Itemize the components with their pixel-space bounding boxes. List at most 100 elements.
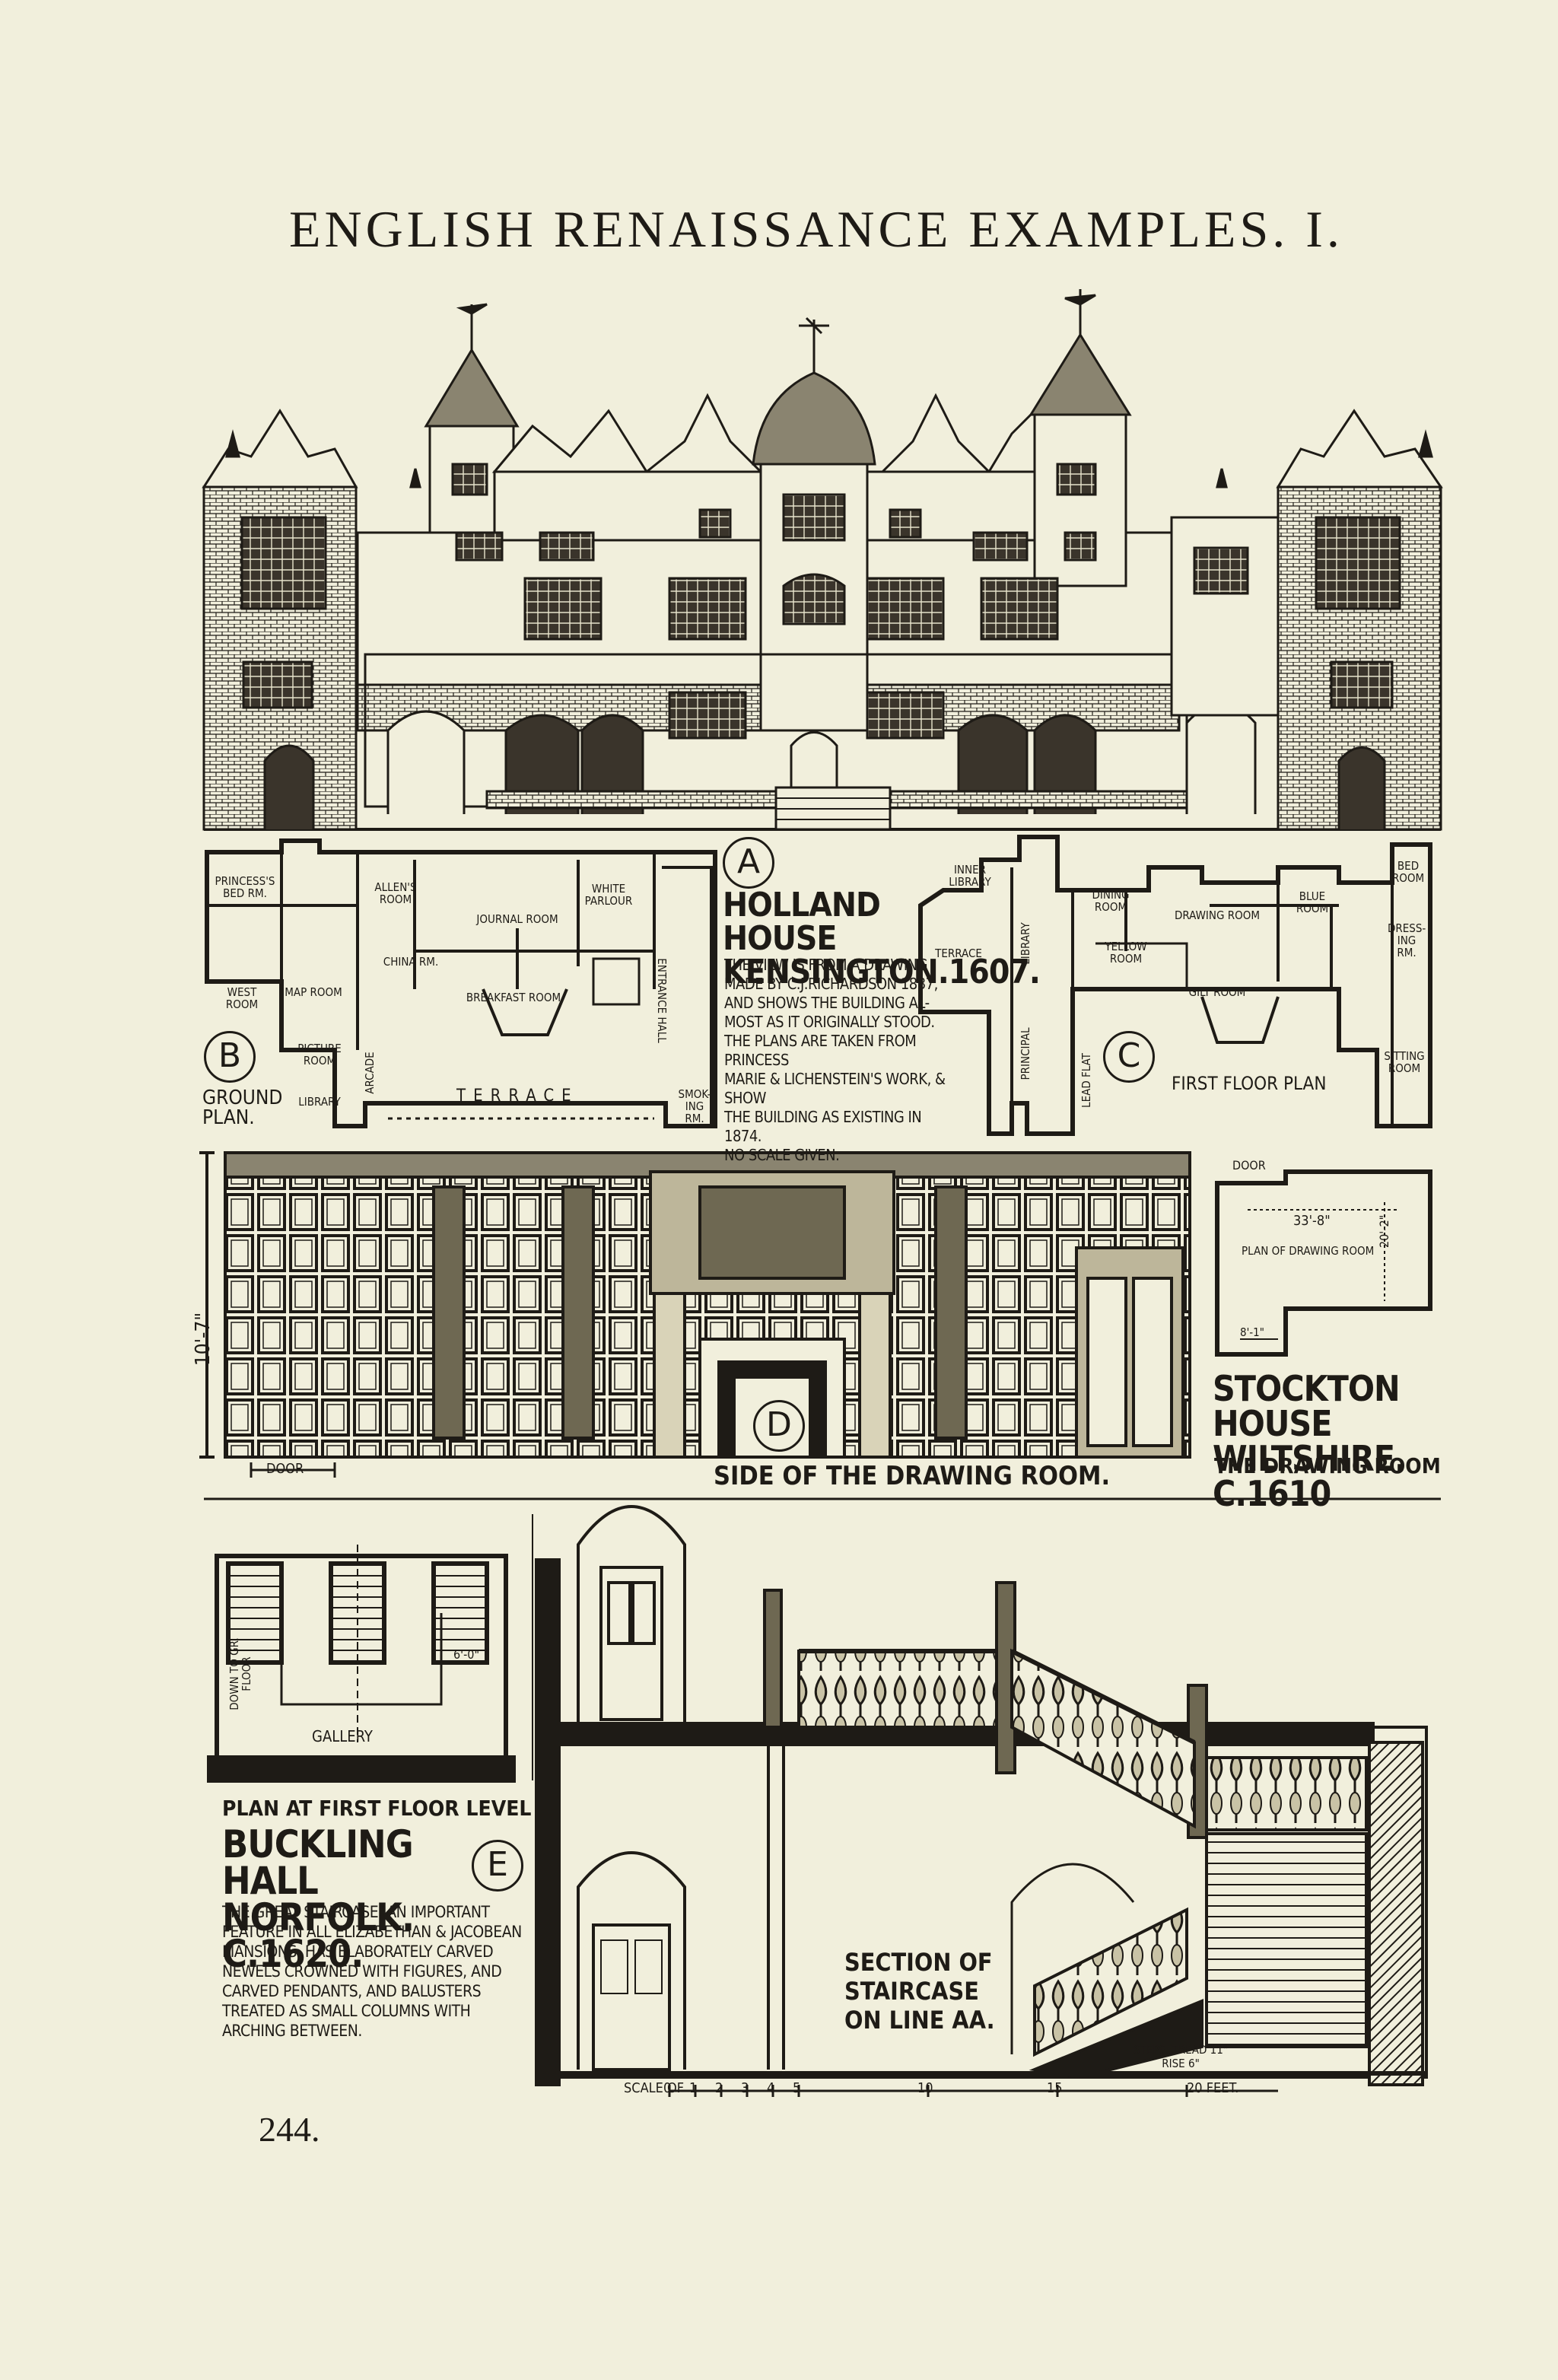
page-title: ENGLISH RENAISSANCE EXAMPLES. I. <box>289 200 1343 258</box>
page-number: 244. <box>259 2110 320 2149</box>
label-c: C <box>1103 1031 1155 1083</box>
blickling-down: DOWN TO GR. FLOOR <box>227 1637 253 1710</box>
note-line: MADE BY C.J.RICHARDSON 1837, <box>724 975 938 993</box>
stockton-plan-door: DOOR <box>1232 1158 1266 1172</box>
blickling-dim: 6'-0" <box>453 1647 480 1662</box>
steps-label: STEPS. TREAD 11" RISE 6" <box>1134 2043 1228 2070</box>
blickling-title-1: BUCKLING HALL <box>222 1822 414 1903</box>
note-line: NEWELS CROWNED WITH FIGURES, AND <box>222 1962 502 1981</box>
blickling-date: C.1620. <box>222 1932 364 1976</box>
room-gilt: GILT ROOM <box>1188 985 1246 999</box>
stockton-plan <box>1215 1169 1432 1357</box>
stockton-plan-label: PLAN OF DRAWING ROOM <box>1242 1244 1375 1258</box>
room-allens: ALLEN'S ROOM <box>374 880 417 906</box>
drawing-room-door: DOOR <box>266 1461 304 1477</box>
room-dressing: DRESS-ING RM. <box>1388 921 1426 959</box>
first-floor-caption: FIRST FLOOR PLAN <box>1172 1073 1327 1094</box>
room-terrace-ff: TERRACE <box>935 947 982 960</box>
holland-title-line1: HOLLAND HOUSE <box>723 886 881 958</box>
section-label: SECTION OF STAIRCASE ON LINE AA. <box>844 1948 995 2035</box>
section-label-3: ON LINE AA. <box>844 2006 995 2035</box>
scale-tick: 5 <box>793 2080 801 2096</box>
holland-title-line2: KENSINGTON.1607. <box>723 953 1041 991</box>
note-line: MARIE & LICHENSTEIN'S WORK, & SHOW <box>724 1070 946 1107</box>
drawing-room-height: 10'-7" <box>192 1312 215 1367</box>
scale-tick: 0 <box>663 2080 672 2096</box>
holland-house-first-floor-plan <box>918 835 1432 1136</box>
ground-plan-caption: GROUND PLAN. <box>202 1088 282 1128</box>
blickling-title-2-row: NORFOLK. C.1620. <box>222 1898 481 1973</box>
note-line: CARVED PENDANTS, AND BALUSTERS <box>222 1982 482 2000</box>
room-arcade: ARCADE <box>363 1052 377 1094</box>
room-blue: BLUE ROOM <box>1296 889 1329 915</box>
holland-house-note: THE VIEW IS FROM A DRAWING MADE BY C.J.R… <box>724 956 952 1165</box>
stockton-plan-width: 33'-8" <box>1293 1213 1331 1229</box>
label-d: D <box>753 1400 805 1452</box>
room-china: CHINA RM. <box>383 955 439 969</box>
blickling-note: THE GREAT STAIRCASE, AN IMPORTANT FEATUR… <box>222 1902 526 2041</box>
holland-house-title: HOLLAND HOUSE KENSINGTON.1607. <box>723 886 1041 991</box>
room-drawing: DRAWING ROOM <box>1175 908 1260 922</box>
drawing-room-caption: SIDE OF THE DRAWING ROOM. <box>714 1461 1111 1491</box>
room-principal: PRINCIPAL <box>1019 1027 1032 1080</box>
note-line: ARCHING BETWEEN. <box>222 2022 362 2040</box>
room-white-parlour: WHITE PARLOUR <box>584 882 633 908</box>
note-line: THE VIEW IS FROM A DRAWING <box>724 956 928 974</box>
label-a: A <box>723 837 774 889</box>
label-b: B <box>204 1031 256 1083</box>
room-smoking: SMOK-ING RM. <box>678 1087 711 1125</box>
stockton-date: C.1610 <box>1213 1473 1331 1514</box>
ground-plan-caption-2: PLAN. <box>202 1106 255 1129</box>
note-line: FEATURE IN ALL ELIZABETHAN & JACOBEAN <box>222 1923 522 1941</box>
note-line: THE GREAT STAIRCASE, AN IMPORTANT <box>222 1903 490 1921</box>
scale-tick: 15 <box>1047 2080 1063 2096</box>
stockton-plan-depth: 20'-2" <box>1377 1214 1391 1248</box>
blickling-title-2: NORFOLK. <box>222 1895 415 1939</box>
stockton-title-1: STOCKTON HOUSE <box>1213 1368 1401 1444</box>
stockton-title: STOCKTON HOUSE WILTSHIRE. C.1610 <box>1213 1371 1441 1511</box>
drawing-room-wall-elevation <box>199 1151 1441 1500</box>
steps-line-1: STEPS. TREAD 11" <box>1134 2043 1229 2057</box>
scale-tick: 10 <box>917 2080 933 2096</box>
stockton-plan-small: 8'-1" <box>1240 1325 1264 1339</box>
stockton-subtitle: THE DRAWING ROOM <box>1214 1453 1441 1478</box>
note-line: MANSIONS, HAS ELABORATELY CARVED <box>222 1943 494 1961</box>
room-journal: JOURNAL ROOM <box>476 912 558 926</box>
section-label-1: SECTION OF <box>844 1948 993 1977</box>
room-west: WEST ROOM <box>225 985 259 1011</box>
ground-plan-caption-1: GROUND <box>202 1087 283 1109</box>
room-terrace: TERRACE <box>456 1087 579 1106</box>
room-library: LIBRARY <box>298 1095 341 1109</box>
room-dining: DINING ROOM <box>1092 888 1130 914</box>
room-yellow: YELLOW ROOM <box>1105 940 1147 966</box>
steps-line-2: RISE 6" <box>1162 2057 1200 2070</box>
stockton-title-2-row: WILTSHIRE. C.1610 <box>1213 1441 1441 1511</box>
holland-house-ground-plan <box>205 838 717 1128</box>
stockton-title-2: WILTSHIRE. <box>1213 1438 1407 1479</box>
scale-tick: 4 <box>767 2080 775 2096</box>
room-bed: BED ROOM <box>1391 859 1425 885</box>
note-line: THE BUILDING AS EXISTING IN 1874. <box>724 1108 922 1145</box>
section-label-2: STAIRCASE <box>844 1977 979 2006</box>
blickling-title: BUCKLING HALL NORFOLK. C.1620. <box>222 1822 481 1973</box>
room-princesses: PRINCESS'S BED RM. <box>215 874 275 900</box>
room-picture: PICTURE ROOM <box>297 1042 342 1068</box>
note-line: THE PLANS ARE TAKEN FROM PRINCESS <box>724 1032 917 1069</box>
room-breakfast: BREAKFAST ROOM <box>466 991 561 1004</box>
scale-tick: 3 <box>741 2080 749 2096</box>
room-lead-flat-left: LEAD FLAT <box>1079 1053 1093 1108</box>
blickling-staircase-section <box>535 1505 1428 2097</box>
room-inner-library: INNER LIBRARY <box>949 863 991 889</box>
blickling-plan-caption: PLAN AT FIRST FLOOR LEVEL <box>222 1796 532 1821</box>
scale-label: SCALE OF <box>624 2080 685 2096</box>
room-entrance-hall: ENTRANCE HALL <box>655 958 669 1043</box>
room-sitting: SITTING ROOM <box>1384 1049 1425 1075</box>
scale-tick: 2 <box>715 2080 723 2096</box>
note-line: TREATED AS SMALL COLUMNS WITH <box>222 2002 471 2020</box>
note-line: NO SCALE GIVEN. <box>724 1146 840 1164</box>
label-e: E <box>472 1840 523 1892</box>
room-map: MAP ROOM <box>285 985 342 999</box>
room-library-ff: LIBRARY <box>1019 922 1032 965</box>
note-line: MOST AS IT ORIGINALLY STOOD. <box>724 1013 935 1031</box>
